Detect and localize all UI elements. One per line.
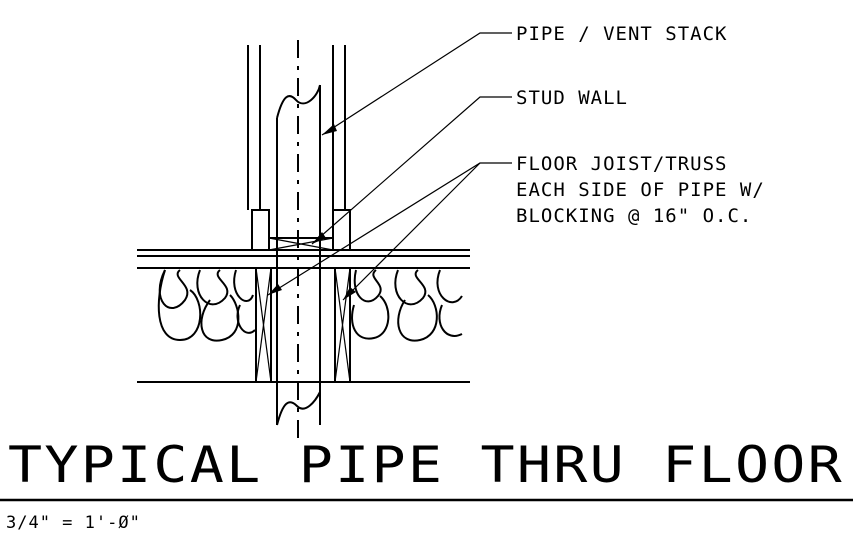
floor-blocking — [268, 237, 334, 251]
callout-pipe-label: PIPE / VENT STACK — [516, 23, 727, 45]
leader-pipe — [321, 32, 512, 136]
callout-joist-line-2: EACH SIDE OF PIPE W/ — [516, 179, 765, 201]
pipe — [276, 40, 321, 440]
floor-deck — [137, 249, 470, 383]
floor-joist-left — [255, 267, 272, 383]
leader-stud-wall — [311, 96, 512, 245]
callout-joist-line-1: FLOOR JOIST/TRUSS — [516, 153, 727, 175]
callout-stud-wall-label: STUD WALL — [516, 87, 628, 109]
leader-joist — [267, 162, 512, 301]
insulation-right — [351, 269, 463, 342]
callout-joist-line-3: BLOCKING @ 16" O.C. — [516, 205, 752, 227]
detail-title: TYPICAL PIPE THRU FLOOR — [8, 436, 844, 494]
insulation-left — [157, 269, 256, 342]
floor-joist-right — [334, 267, 351, 383]
scale-label: 3/4" = 1'-Ø" — [6, 513, 141, 533]
